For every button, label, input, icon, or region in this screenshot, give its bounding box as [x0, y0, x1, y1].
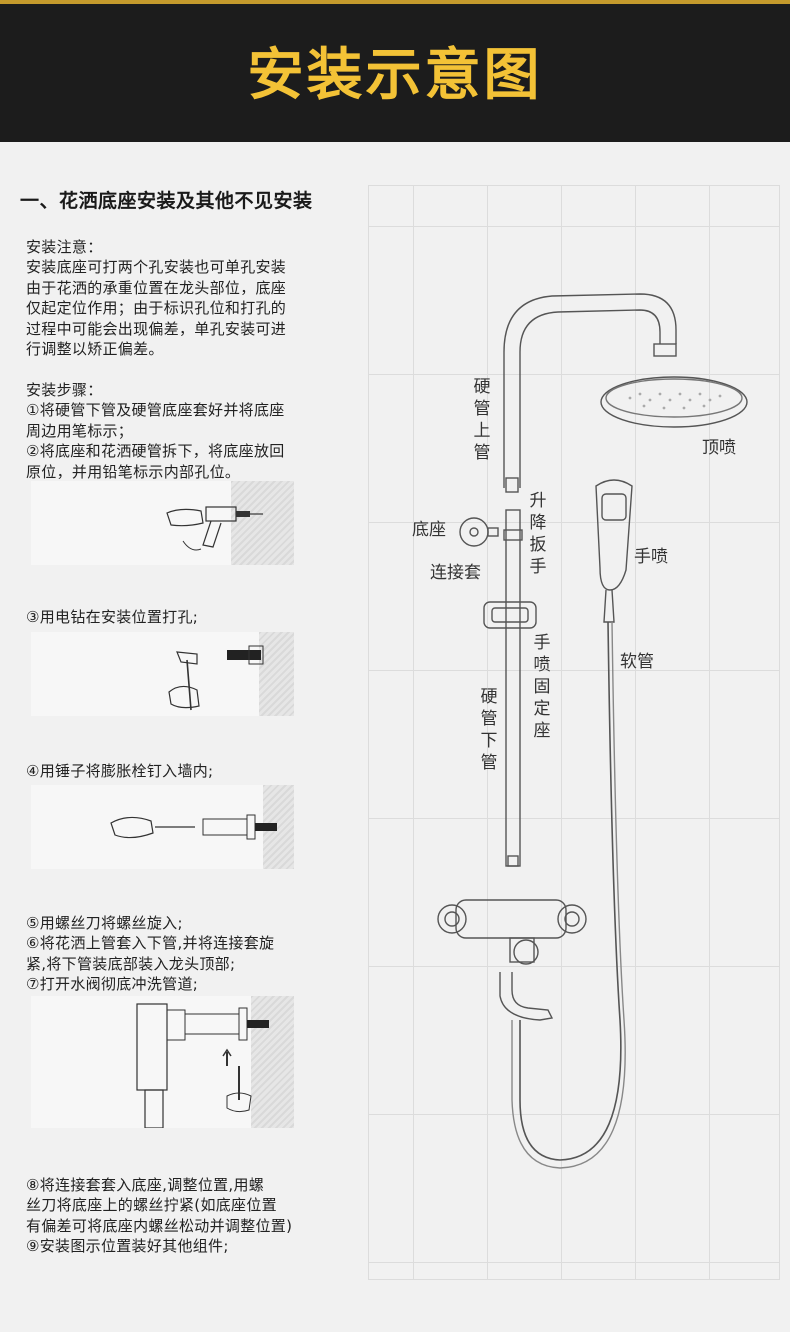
step-line: ⑤用螺丝刀将螺丝旋入; — [26, 914, 183, 932]
notes-line: 安装底座可打两个孔安装也可单孔安装 — [26, 258, 287, 277]
mixer-knob-right — [557, 904, 587, 934]
step-line: 周边用笔标示； — [26, 421, 134, 440]
notes-line: 仅起定位作用；由于标识孔位和打孔的 — [26, 299, 287, 318]
tub-spout — [499, 972, 554, 1021]
screwdriver-icon — [110, 814, 277, 840]
label-hose: 软管 — [620, 652, 654, 672]
diagram-grid — [368, 185, 780, 1280]
step-line: ⑨安装图示位置装好其他组件; — [26, 1237, 229, 1256]
label-connector: 连接套 — [430, 563, 481, 583]
drill-illustration — [31, 481, 294, 565]
hand-holder — [483, 601, 537, 629]
upper-pipe-tip — [505, 477, 519, 493]
base-disc — [459, 517, 489, 547]
top-spray-head — [600, 376, 748, 428]
drill-icon — [166, 506, 263, 551]
step-line: 丝刀将底座上的螺丝拧紧(如底座位置 — [26, 1196, 277, 1215]
label-hand-spray: 手喷 — [634, 547, 668, 567]
hose — [519, 621, 622, 1161]
step-line: ⑧将连接套套入底座,调整位置,用螺 — [26, 1176, 265, 1194]
diverter-knob — [513, 939, 539, 965]
notes-line: 由于花洒的承重位置在龙头部位，底座 — [26, 278, 287, 297]
label-lower-pipe: 硬管下管 — [480, 687, 498, 773]
hammer-illustration — [31, 632, 294, 716]
step-4: ④用锤子将膨胀栓钉入墙内; — [26, 762, 214, 780]
top-spray-holes — [628, 392, 722, 410]
hammer-icon — [168, 645, 264, 711]
mixer-body — [455, 899, 567, 939]
screwdriver-illustration — [31, 785, 294, 869]
install-steps-5-7: ⑤用螺丝刀将螺丝旋入; ⑥将花洒上管套入下管,并将连接套旋 紧,将下管装底部装入… — [26, 913, 338, 995]
pipe-assembly-icon — [136, 1003, 269, 1128]
header-accent-line — [0, 0, 790, 4]
upper-pipe-inner — [519, 309, 661, 488]
step-line: 紧,将下管装底部装入龙头顶部; — [26, 954, 236, 973]
label-top-spray: 顶喷 — [702, 438, 736, 458]
assembly-illustration — [31, 996, 294, 1128]
step-line: 有偏差可将底座内螺丝松动并调整位置) — [26, 1216, 293, 1235]
install-steps-8-9: ⑧将连接套套入底座,调整位置,用螺 丝刀将底座上的螺丝拧紧(如底座位置 有偏差可… — [26, 1175, 338, 1257]
notes-line: 过程中可能会出现偏差，单孔安装可进 — [26, 319, 287, 338]
page-header: 安装示意图 — [0, 0, 790, 142]
label-hand-holder: 手喷固定座 — [533, 633, 551, 741]
step-3: ③用电钻在安装位置打孔; — [26, 608, 199, 626]
notes-line: 安装注意： — [26, 238, 103, 256]
page-title: 安装示意图 — [247, 43, 543, 108]
step-line: ②将底座和花洒硬管拆下，将底座放回 — [26, 442, 285, 461]
step-line: 安装步骤： — [26, 381, 103, 399]
top-spray-nozzle — [653, 343, 677, 357]
hand-shower — [595, 479, 633, 591]
upper-pipe — [503, 293, 677, 488]
step-line: ⑥将花洒上管套入下管,并将连接套旋 — [26, 934, 275, 953]
step-line: ①将硬管下管及硬管底座套好并将底座 — [26, 401, 285, 420]
label-lift-wrench: 升降扳手 — [529, 491, 547, 577]
label-upper-pipe: 硬管上管 — [473, 377, 491, 463]
lower-pipe-tip — [507, 855, 519, 867]
lower-pipe — [505, 509, 521, 867]
install-notes: 安装注意： 安装底座可打两个孔安装也可单孔安装 由于花洒的承重位置在龙头部位，底… — [26, 237, 338, 359]
install-steps-intro: 安装步骤： ①将硬管下管及硬管底座套好并将底座 周边用笔标示； ②将底座和花洒硬… — [26, 380, 338, 482]
section-title: 一、花洒底座安装及其他不见安装 — [20, 190, 313, 212]
label-base: 底座 — [412, 520, 446, 540]
step-line: 原位，并用铅笔标示内部孔位。 — [26, 462, 241, 481]
step-line: ⑦打开水阀彻底冲洗管道; — [26, 975, 199, 994]
mixer-knob-left — [437, 904, 467, 934]
notes-line: 行调整以矫正偏差。 — [26, 339, 164, 358]
